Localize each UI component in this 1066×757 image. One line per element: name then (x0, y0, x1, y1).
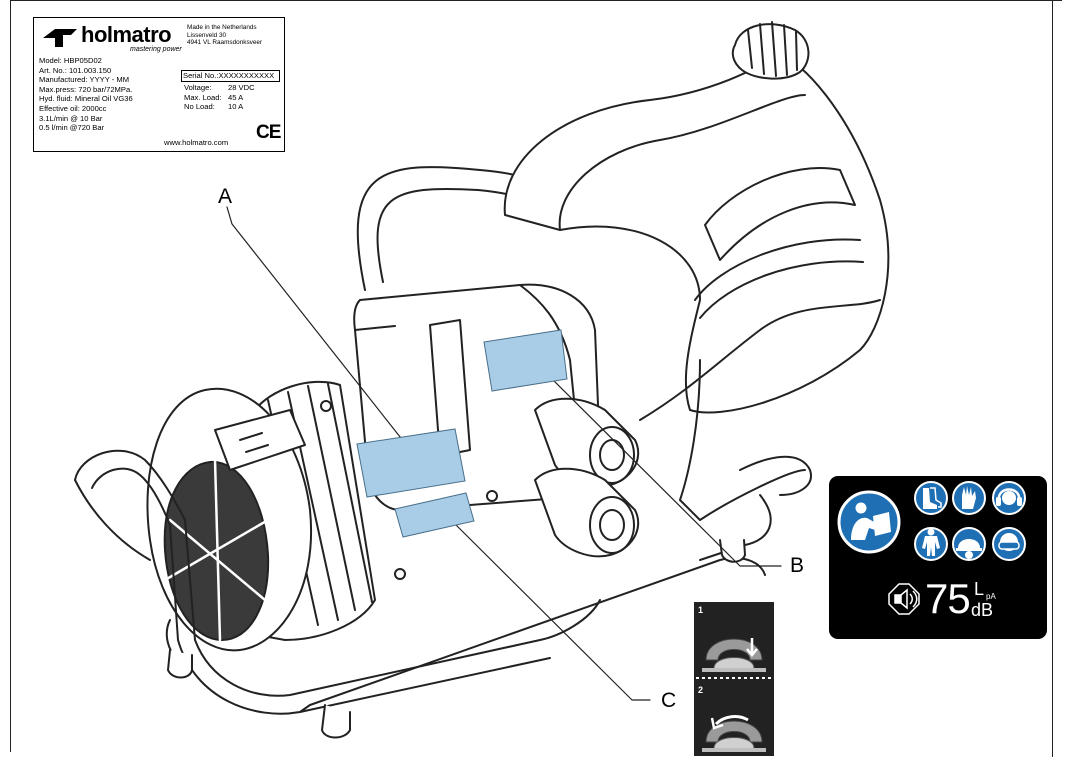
spec-line: Max.press: 720 bar/72MPa. (39, 84, 133, 94)
label-area-a (356, 428, 466, 498)
spec-line: Effective oil: 2000cc (39, 103, 107, 113)
callout-c: C (661, 689, 677, 712)
sound-level-symbol: L (974, 579, 985, 599)
sound-level-unit: dB (971, 600, 994, 620)
electrical-value: 28 VDC (228, 83, 255, 92)
electrical-row: Voltage: 28 VDC (184, 83, 255, 93)
leader-b (540, 367, 782, 567)
spec-line: Hyd. fluid: Mineral Oil VG36 (39, 94, 133, 104)
sound-level-icon (888, 583, 920, 615)
address-line: 4941 VL Raamsdonksveer (187, 39, 263, 47)
figure-frame (10, 0, 1062, 752)
safety-pictogram-panel (829, 476, 1047, 639)
safety-goggles-icon (992, 527, 1026, 561)
step-number: 1 (698, 605, 704, 615)
reservoir-housing (503, 54, 890, 414)
electrical-row: No Load: 10 A (184, 102, 255, 112)
spec-line: 3.1L/min @ 10 Bar (39, 113, 103, 123)
press-cap-icon (702, 638, 766, 672)
electrical-label: No Load: (184, 102, 215, 112)
spec-line: 0.5 l/min @720 Bar (39, 123, 105, 133)
safety-gloves-icon (952, 481, 986, 515)
step-number: 2 (698, 685, 704, 695)
protective-clothing-icon (914, 527, 948, 561)
spec-line: Model: HBP05D02 (39, 56, 102, 65)
coupler-lower (534, 467, 640, 558)
leader-c (447, 516, 651, 701)
cap-instruction-graphic (696, 638, 772, 752)
rotate-cap-icon (702, 715, 766, 752)
website: www.holmatro.com (164, 138, 229, 147)
spec-list: Model: HBP05D02 Art. No.: 101.003.150 Ma… (39, 56, 133, 133)
electrical-specs: Voltage: 28 VDC Max. Load: 45 A No Load: 10… (184, 83, 255, 112)
callout-b: B (790, 554, 805, 577)
ear-protection-icon (992, 481, 1026, 515)
leader-a (226, 206, 409, 448)
address-line: Made in the Netherlands (187, 24, 257, 31)
brand-name: holmatro (81, 22, 172, 47)
spec-line: Manufactured: YYYY - MM (39, 75, 130, 85)
front-roll-bar (74, 449, 601, 697)
electrical-label: Voltage: (184, 83, 212, 92)
electrical-label: Max. Load: (184, 92, 222, 102)
ce-mark: CE (256, 122, 281, 143)
figure-frame-right (1052, 0, 1053, 757)
spec-line: Art. No.: 101.003.150 (39, 65, 112, 75)
safety-boots-icon (914, 481, 948, 515)
sound-level-value: 75 (925, 575, 971, 622)
nameplate: holmatro mastering power Made in the Net… (33, 17, 285, 152)
electrical-value: 10 A (228, 102, 244, 112)
frame-rear (639, 299, 881, 421)
brand-tagline: mastering power (130, 46, 182, 53)
cap-instruction-strip: 1 2 (694, 602, 774, 756)
electrical-value: 45 A (228, 92, 244, 102)
electrical-row: Max. Load: 45 A (184, 93, 255, 103)
label-area-c (394, 492, 475, 538)
address-line: Lissenveld 30 (187, 31, 227, 39)
serial-number-box: Serial No.:XXXXXXXXXXX (181, 70, 280, 82)
label-area-b (483, 329, 568, 392)
holmatro-logo-icon (43, 29, 77, 47)
address-block: Made in the Netherlands Lissenveld 30 49… (187, 24, 262, 47)
pictogram-set (837, 481, 1026, 615)
helmet-icon (952, 527, 986, 561)
sound-level-subscript: pA (986, 592, 996, 601)
callout-a: A (218, 185, 233, 208)
read-manual-icon (837, 490, 901, 554)
switch-box (214, 409, 306, 471)
